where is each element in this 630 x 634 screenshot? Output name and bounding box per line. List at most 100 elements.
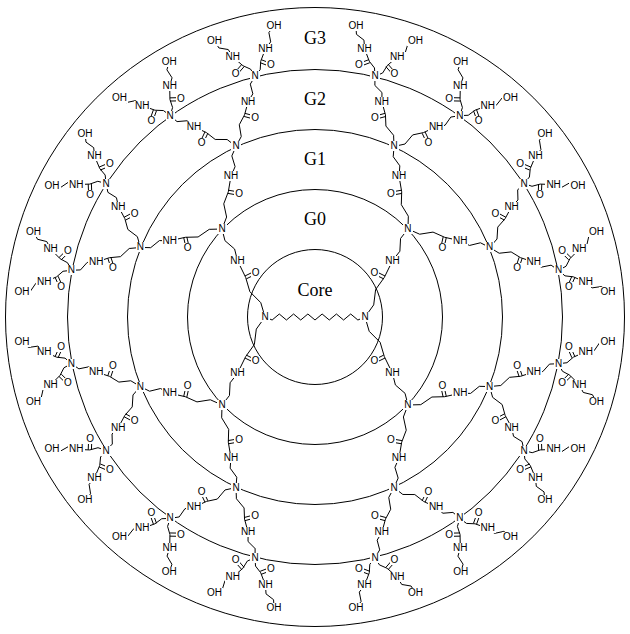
atom-label: NH	[162, 388, 178, 398]
atom-label: N	[554, 265, 563, 275]
atom-label: O	[535, 434, 545, 444]
atom-label: NH	[88, 367, 104, 377]
atom-label: OH	[536, 495, 553, 505]
atom-label: OH	[407, 588, 424, 598]
atom-label: NH	[110, 423, 126, 433]
atom-label: N	[370, 71, 379, 81]
circle-outline	[127, 129, 503, 505]
atom-label: NH	[356, 580, 372, 590]
chain-line	[402, 405, 408, 442]
generation-circle: G1G0Core	[127, 129, 503, 505]
atom-label: OH	[569, 181, 586, 191]
atom-label: O	[197, 138, 207, 148]
generation-circle: G3G2G1G0Core	[5, 7, 625, 627]
atom-label: OH	[25, 227, 42, 237]
atom-label: NH	[428, 122, 444, 132]
atom-label: O	[354, 564, 364, 574]
atom-label: O	[251, 356, 261, 366]
atom-label: O	[183, 381, 193, 391]
atom-label: O	[85, 190, 95, 200]
atom-label: O	[63, 378, 73, 388]
circle-line	[68, 70, 563, 565]
atom-label: O	[370, 356, 380, 366]
atom-label: O	[444, 530, 454, 540]
atom-label: O	[146, 116, 156, 126]
chain-line	[265, 314, 365, 320]
chain-line	[490, 247, 521, 257]
atom-label: O	[423, 487, 433, 497]
atom-label: N	[260, 312, 269, 322]
atom-label: O	[176, 530, 186, 540]
atom-label: N	[389, 483, 398, 493]
atom-label: NH	[162, 543, 178, 553]
atom-label: NH	[225, 572, 241, 582]
atom-label: NH	[526, 257, 542, 267]
atom-label: N	[485, 382, 494, 392]
atom-label: NH	[480, 523, 496, 533]
atom-label: NH	[223, 453, 239, 463]
atom-label: O	[231, 69, 241, 79]
atom-label: N	[519, 446, 528, 456]
atom-label: O	[564, 342, 574, 352]
atom-label: N	[136, 382, 145, 392]
atom-label: NH	[229, 256, 245, 266]
atom-label: O	[535, 190, 545, 200]
generation-label: G0	[304, 210, 326, 228]
atom-label: OH	[77, 129, 94, 139]
atom-label: OH	[588, 227, 605, 237]
atom-label: NH	[68, 180, 84, 190]
atom-label: O	[423, 138, 433, 148]
atom-label: NH	[162, 236, 178, 246]
atom-label: O	[390, 69, 400, 79]
atom-label: NH	[257, 44, 273, 54]
atom-label: NH	[384, 368, 400, 378]
atom-label: NH	[88, 257, 104, 267]
atom-label: N	[101, 446, 110, 456]
atom-label: OH	[407, 36, 424, 46]
atom-label: O	[108, 263, 118, 273]
atom-label: O	[386, 435, 396, 445]
chain-line	[246, 317, 265, 357]
atom-label: OH	[502, 532, 519, 542]
atom-label: OH	[347, 21, 364, 31]
chain-line	[365, 317, 384, 357]
atom-label: NH	[374, 527, 390, 537]
atom-label: NH	[452, 81, 468, 91]
atom-label: N	[166, 513, 175, 523]
circle-line	[248, 250, 383, 385]
atom-label: NH	[186, 122, 202, 132]
generation-circle: G2G1G0Core	[67, 69, 563, 565]
atom-label: NH	[356, 44, 372, 54]
atom-label: O	[130, 416, 140, 426]
atom-label: O	[515, 159, 525, 169]
atom-label: NH	[162, 81, 178, 91]
atom-label: O	[183, 243, 193, 253]
atom-label: NH	[86, 151, 102, 161]
atom-label: O	[390, 555, 400, 565]
atom-label: OH	[25, 397, 42, 407]
atom-label: N	[403, 400, 412, 410]
atom-label: O	[512, 263, 522, 273]
atom-label: OH	[111, 93, 128, 103]
atom-label: OH	[14, 337, 31, 347]
generation-label: G2	[304, 90, 326, 108]
atom-label: O	[370, 268, 380, 278]
atom-label: N	[250, 71, 259, 81]
atom-label: NH	[384, 256, 400, 266]
atom-label: NH	[571, 244, 587, 254]
atom-label: NH	[86, 473, 102, 483]
atom-label: NH	[526, 367, 542, 377]
generation-label: G1	[304, 150, 326, 168]
atom-label: OH	[206, 36, 223, 46]
atom-label: NH	[389, 572, 405, 582]
atom-label: OH	[14, 287, 31, 297]
atom-label: N	[455, 111, 464, 121]
atom-label: O	[234, 189, 244, 199]
atom-label: NH	[452, 543, 468, 553]
atom-label: O	[176, 94, 186, 104]
atom-label: N	[403, 224, 412, 234]
circle-line	[128, 130, 503, 505]
atom-label: NH	[36, 277, 52, 287]
